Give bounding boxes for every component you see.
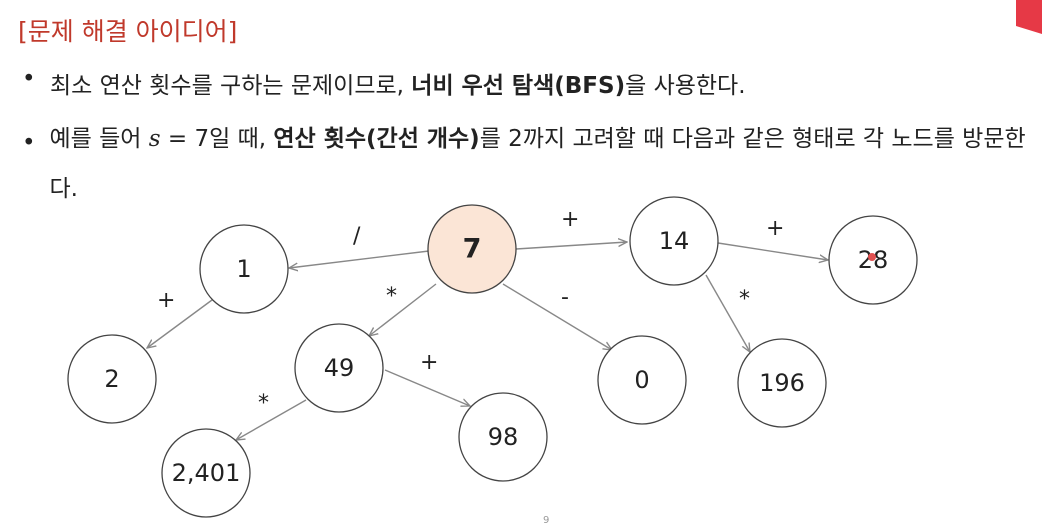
op-multiply-49-2401: * xyxy=(258,391,269,416)
svg-text:7: 7 xyxy=(463,234,482,265)
node-1: 1 xyxy=(199,224,289,314)
edge-1-2 xyxy=(147,299,213,348)
node-98: 98 xyxy=(458,392,548,482)
svg-text:196: 196 xyxy=(759,369,805,397)
cursor-dot xyxy=(868,253,876,261)
bold-text: 너비 우선 탐색(BFS) xyxy=(411,73,626,99)
bullet-bfs: • 최소 연산 횟수를 구하는 문제이므로, 너비 우선 탐색(BFS)을 사용… xyxy=(22,66,746,100)
edge-49-2401 xyxy=(236,399,307,440)
edge-14-196 xyxy=(705,274,750,352)
op-plus-14-28: + xyxy=(766,216,784,241)
op-plus-49-98: + xyxy=(420,350,438,375)
node-0: 0 xyxy=(597,335,687,425)
node-2401: 2,401 xyxy=(161,428,251,518)
bullet-text: 최소 연산 횟수를 구하는 문제이므로, 너비 우선 탐색(BFS)을 사용한다… xyxy=(50,73,746,99)
node-28: 28 xyxy=(828,215,918,305)
svg-text:0: 0 xyxy=(634,366,649,394)
edge-7-1 xyxy=(289,250,430,268)
svg-text:1: 1 xyxy=(236,255,251,283)
edge-14-28 xyxy=(717,242,828,260)
node-14: 14 xyxy=(629,196,719,286)
bullet-dot: • xyxy=(22,66,36,92)
op-divide: / xyxy=(353,224,361,249)
slide-title: [문제 해결 아이디어] xyxy=(18,17,238,46)
page-number: 9 xyxy=(543,515,550,526)
svg-text:14: 14 xyxy=(659,227,690,255)
op-plus-1-2: + xyxy=(157,288,175,313)
bold-text: 연산 횟수(간선 개수) xyxy=(273,126,480,152)
math-variable: s xyxy=(148,126,161,152)
bullet-text: 예를 들어 s = 7일 때, 연산 횟수(간선 개수)를 2까지 고려할 때 … xyxy=(49,126,1026,202)
bullet-example: • 예를 들어 s = 7일 때, 연산 횟수(간선 개수)를 2까지 고려할 … xyxy=(22,118,1037,214)
edge-7-0 xyxy=(502,283,612,350)
svg-text:2,401: 2,401 xyxy=(172,459,241,487)
corner-accent xyxy=(1016,0,1042,34)
op-plus-7-14: + xyxy=(561,207,579,232)
svg-text:49: 49 xyxy=(324,354,355,382)
node-49: 49 xyxy=(294,323,384,413)
node-196: 196 xyxy=(737,338,827,428)
node-7: 7 xyxy=(427,204,517,294)
op-minus-7-0: - xyxy=(561,285,569,310)
op-multiply-7-49: * xyxy=(386,284,397,309)
svg-text:2: 2 xyxy=(104,365,119,393)
svg-text:98: 98 xyxy=(488,423,519,451)
edge-7-14 xyxy=(515,242,627,250)
bullet-dot: • xyxy=(22,130,36,156)
edge-49-98 xyxy=(384,369,470,406)
edge-7-49 xyxy=(369,283,437,336)
op-multiply-14-196: * xyxy=(739,287,750,312)
node-2: 2 xyxy=(67,334,157,424)
